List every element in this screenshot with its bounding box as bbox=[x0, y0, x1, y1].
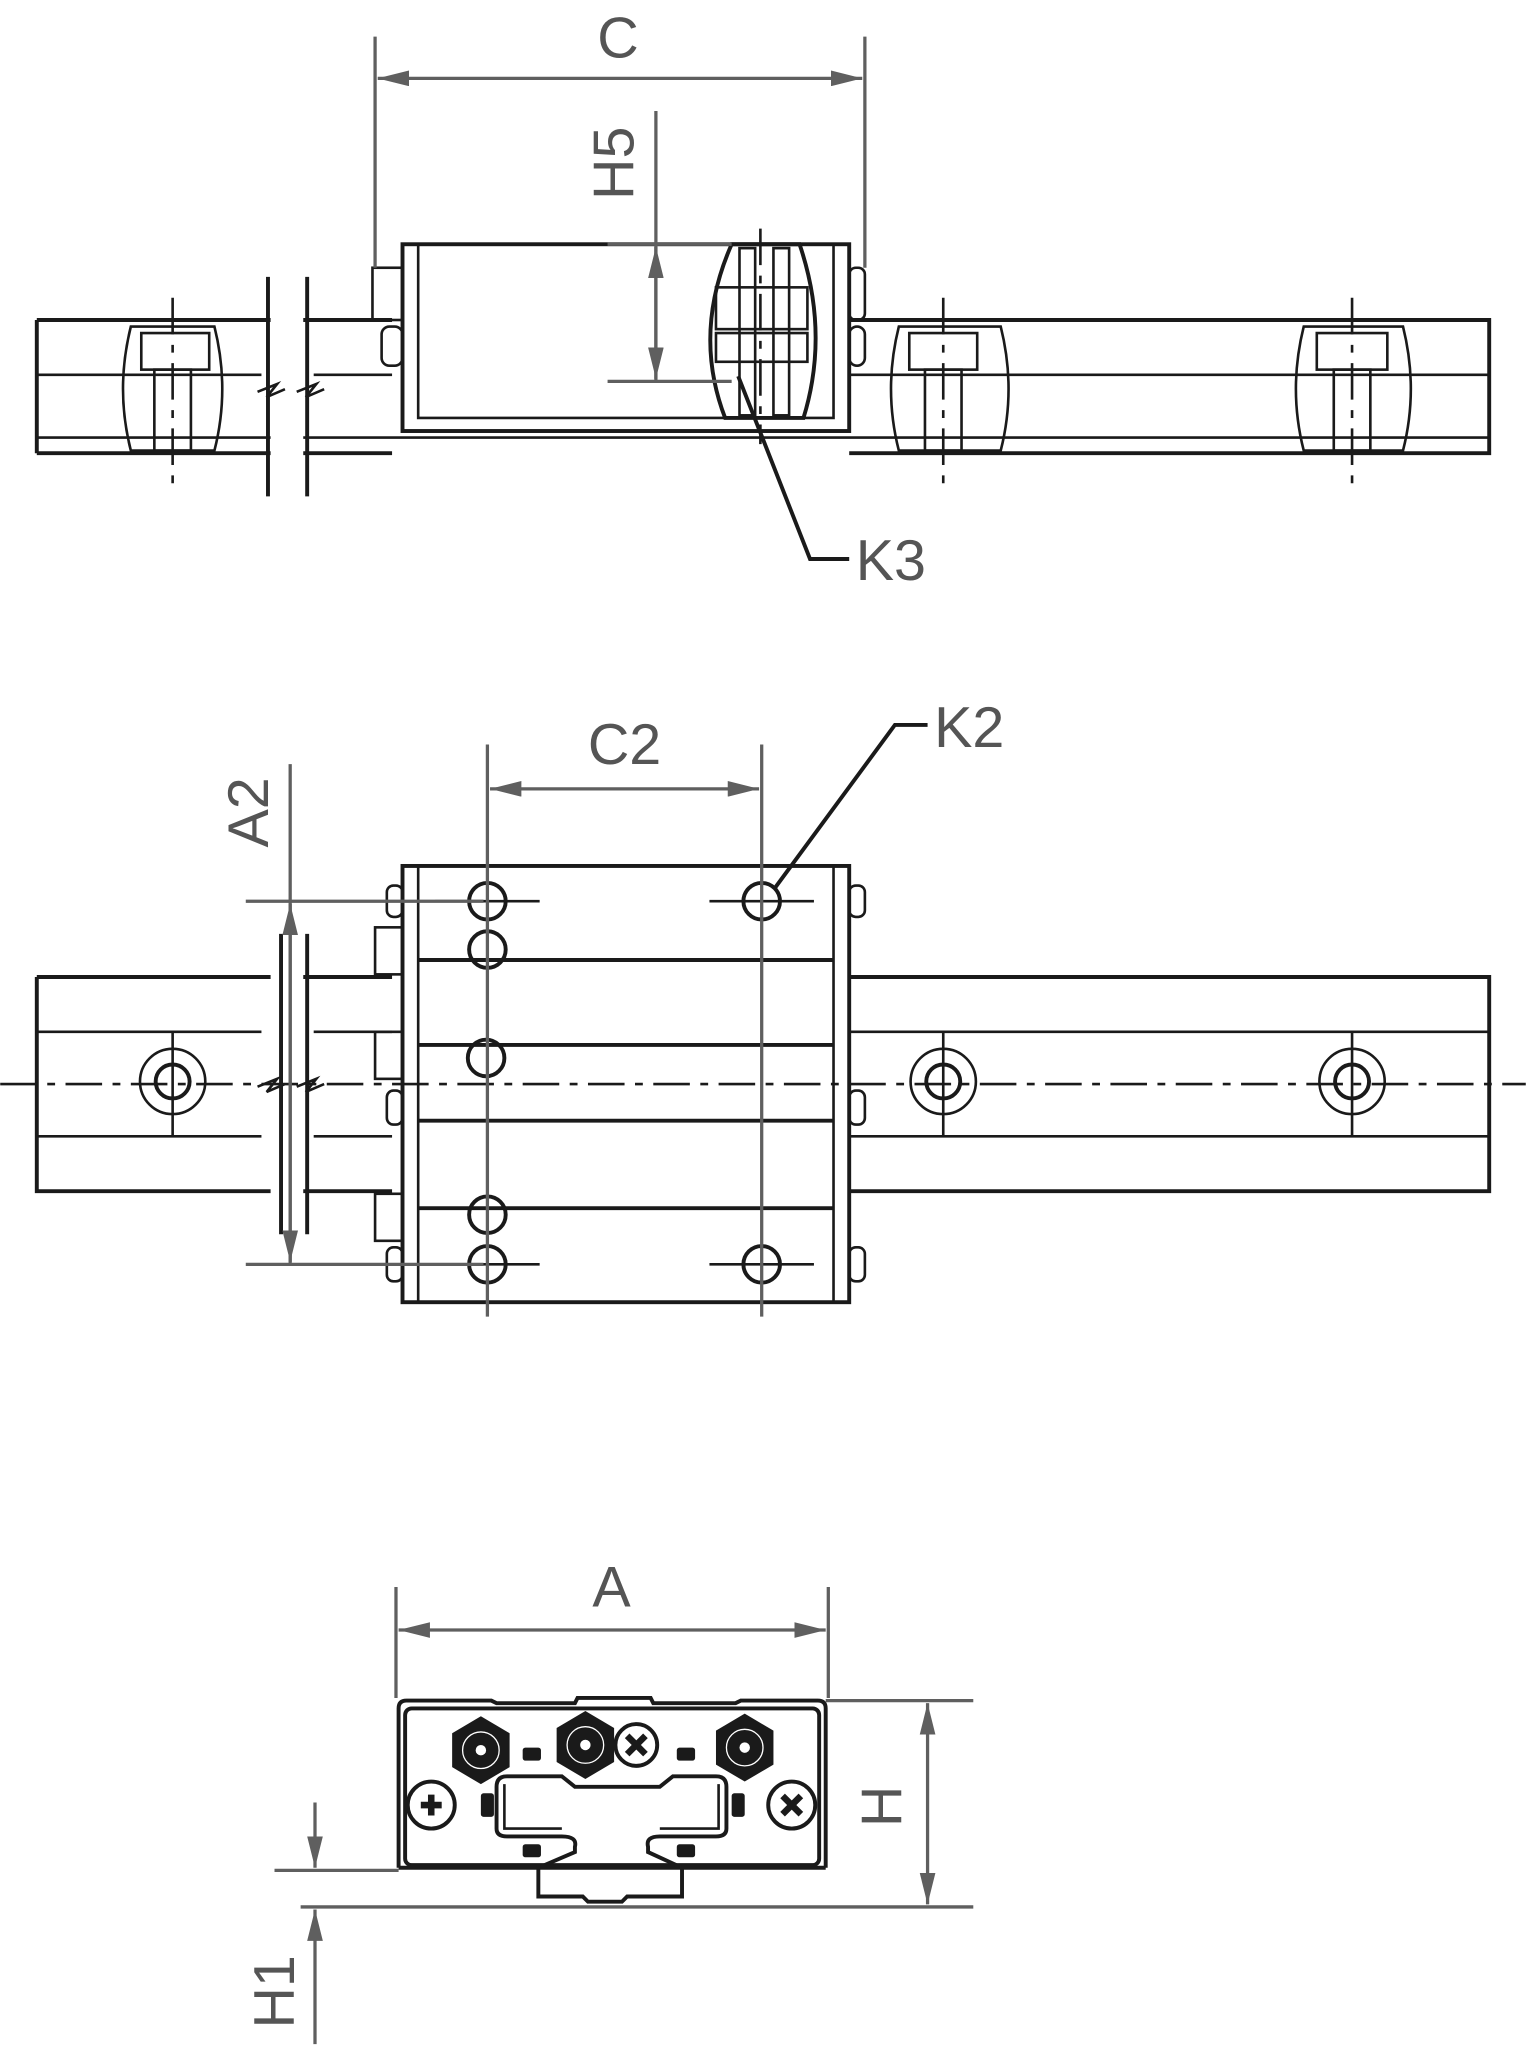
rail-mounting-holes bbox=[138, 1031, 1387, 1137]
carriage-end bbox=[396, 1695, 828, 1904]
phillips-screws bbox=[405, 1722, 818, 1831]
dimension-A: A bbox=[394, 1556, 830, 1698]
section-view: C H5 K3 bbox=[34, 6, 1492, 593]
end-view: A H H1 bbox=[243, 1556, 974, 2045]
dimension-H: H bbox=[300, 1698, 974, 1909]
callout-K2: K2 bbox=[773, 696, 1004, 890]
dimension-C2: C2 bbox=[485, 713, 764, 1317]
hex-lubrication-nipples bbox=[452, 1711, 774, 1785]
plan-view: C2 K2 A2 bbox=[0, 696, 1526, 1317]
label-C: C bbox=[597, 6, 639, 70]
carriage-side bbox=[371, 242, 867, 433]
label-H1: H1 bbox=[243, 1955, 307, 2028]
label-C2: C2 bbox=[588, 713, 661, 777]
lubrication-nipple-section bbox=[708, 228, 818, 445]
dimension-H5: H5 bbox=[583, 111, 732, 384]
rail-profile bbox=[494, 1774, 729, 1904]
label-K2: K2 bbox=[934, 696, 1004, 760]
rail-plan bbox=[0, 933, 1526, 1235]
rail-side bbox=[34, 276, 1492, 497]
label-H5: H5 bbox=[583, 127, 647, 200]
dimension-A2: A2 bbox=[217, 764, 484, 1266]
label-A: A bbox=[592, 1556, 631, 1620]
label-K3: K3 bbox=[856, 529, 926, 593]
seal-slots bbox=[480, 1747, 745, 1858]
callout-K3: K3 bbox=[736, 375, 926, 593]
rail-counterbore-holes bbox=[121, 297, 1413, 486]
dimension-C: C bbox=[373, 6, 867, 268]
label-A2: A2 bbox=[217, 777, 281, 847]
label-H: H bbox=[850, 1786, 914, 1828]
dimension-H1: H1 bbox=[243, 1802, 399, 2045]
